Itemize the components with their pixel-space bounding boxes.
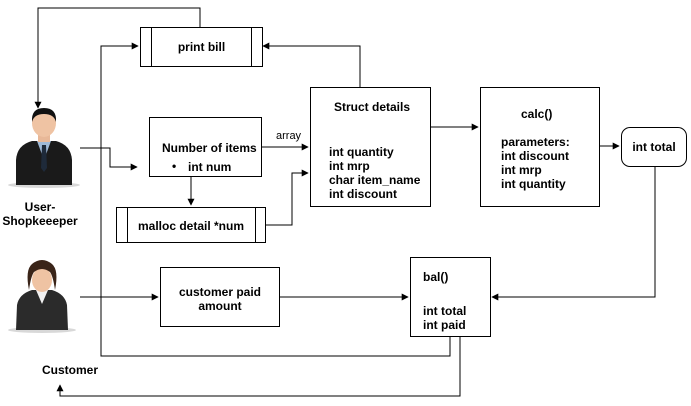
edge-malloc-to-struct bbox=[266, 169, 309, 226]
struct-details-title: Struct details bbox=[334, 100, 411, 114]
customer-label: Customer bbox=[42, 363, 99, 377]
calc-box: calc() parameters: int discount int mrp … bbox=[480, 87, 600, 207]
calc-param: int mrp bbox=[501, 163, 542, 177]
print-bill-box: print bill bbox=[140, 27, 263, 67]
edge-bal-to-printbill bbox=[100, 42, 451, 357]
print-bill-label: print bill bbox=[177, 40, 226, 54]
number-of-items-field: int num bbox=[188, 160, 232, 174]
struct-field: char item_name bbox=[329, 173, 421, 187]
calc-title: calc() bbox=[521, 107, 553, 121]
customer-paid-box: customer paid amount bbox=[160, 267, 280, 327]
bal-field: int paid bbox=[423, 318, 466, 332]
calc-param: int quantity bbox=[501, 177, 566, 191]
bal-field: int total bbox=[423, 304, 467, 318]
struct-field: int mrp bbox=[329, 159, 370, 173]
shopkeeper-label-line1: User- bbox=[24, 200, 56, 214]
bal-title: bal() bbox=[423, 270, 449, 284]
bullet-icon: • bbox=[172, 159, 177, 173]
calc-params-label: parameters: bbox=[501, 135, 570, 149]
struct-field: int quantity bbox=[329, 145, 394, 159]
int-total-label: int total bbox=[632, 140, 676, 154]
edge-bal-to-customer bbox=[56, 337, 461, 397]
edge-total-to-bal bbox=[491, 166, 656, 301]
shopkeeper-label-line2: Shopkeeeper bbox=[2, 214, 78, 228]
edge-printbill-to-shopkeeper bbox=[34, 7, 201, 109]
edge-shopkeeper-to-items bbox=[80, 147, 138, 171]
struct-details-box: Struct details int quantity int mrp char… bbox=[310, 87, 431, 207]
number-of-items-label: Number of items bbox=[162, 141, 257, 155]
array-edge-label: array bbox=[276, 130, 302, 142]
struct-field: int discount bbox=[329, 187, 397, 201]
customer-paid-line2: amount bbox=[198, 299, 242, 313]
calc-param: int discount bbox=[501, 149, 569, 163]
shopkeeper-avatar-icon bbox=[8, 108, 80, 188]
int-total-box: int total bbox=[621, 127, 687, 167]
customer-paid-line1: customer paid bbox=[178, 285, 262, 299]
malloc-detail-label: malloc detail *num bbox=[137, 219, 245, 233]
number-of-items-box: Number of items • int num bbox=[149, 117, 262, 177]
customer-avatar-icon bbox=[8, 260, 76, 333]
edge-struct-to-printbill bbox=[262, 42, 361, 87]
malloc-detail-box: malloc detail *num bbox=[116, 207, 266, 243]
bal-box: bal() int total int paid bbox=[410, 257, 491, 337]
